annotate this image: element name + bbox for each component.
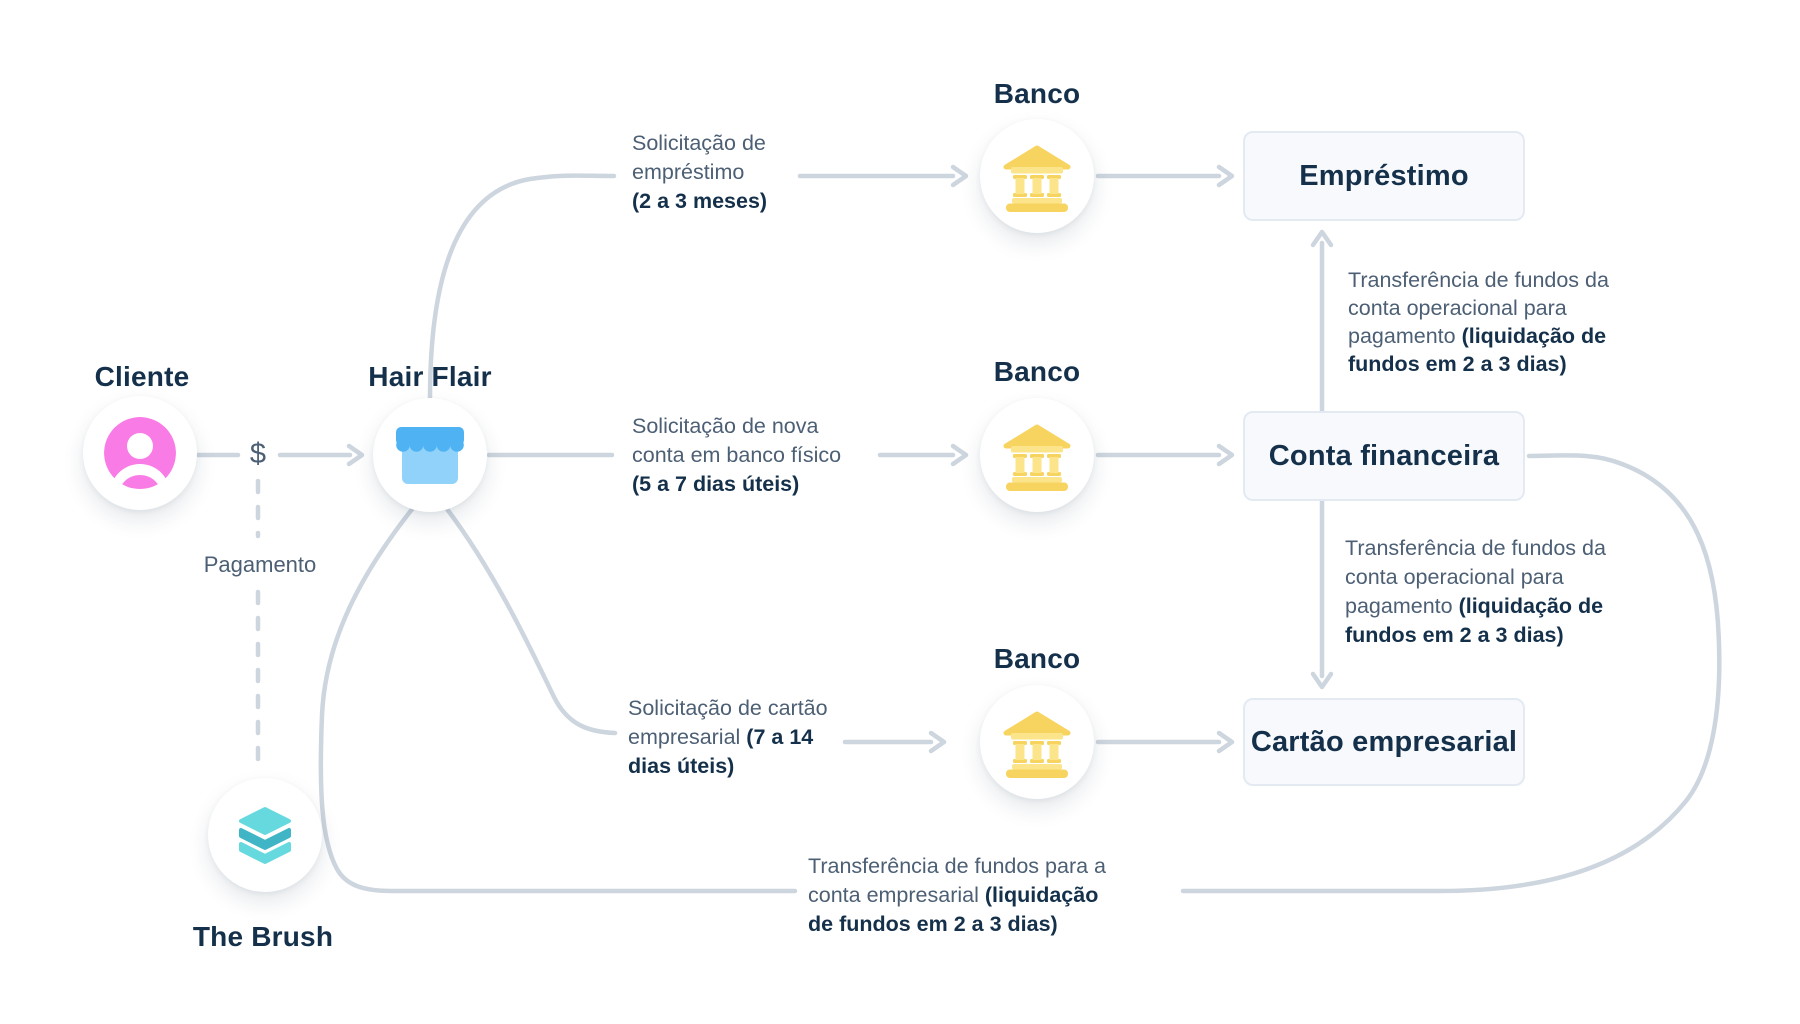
hair-flair-label: Hair Flair bbox=[368, 361, 492, 392]
bank-icon bbox=[1003, 711, 1071, 778]
edge-hairflair-to-brush-bottomline bbox=[318, 505, 798, 894]
arrowhead-into-banco-top bbox=[950, 164, 969, 188]
banco-bottom-label: Banco bbox=[993, 643, 1081, 674]
person-icon bbox=[104, 417, 176, 489]
storefront-icon bbox=[396, 427, 464, 484]
cartao-empresarial-box: Cartão empresarial bbox=[1243, 698, 1525, 786]
emprestimo-box-label: Empréstimo bbox=[1299, 159, 1469, 192]
bank-icon bbox=[1003, 145, 1071, 212]
layers-icon bbox=[239, 807, 291, 864]
annotation-account-request: Solicitação de nova conta em banco físic… bbox=[632, 414, 842, 496]
the-brush-node bbox=[208, 778, 322, 892]
arrowhead-into-emprestimo bbox=[1216, 164, 1235, 188]
arrowhead-up-into-emprestimo bbox=[1310, 229, 1334, 248]
annotation-transfer-business: Transferência de fundos para a conta emp… bbox=[808, 854, 1106, 936]
banco-top-node bbox=[980, 119, 1094, 233]
edge-hairflair-to-cardlabel bbox=[444, 506, 618, 736]
banco-mid-node bbox=[980, 398, 1094, 512]
bank-icon bbox=[1003, 424, 1071, 491]
annotation-card-request: Solicitação de cartão empresarial (7 a 1… bbox=[628, 696, 828, 778]
arrowhead-into-banco-bottom bbox=[928, 730, 947, 754]
conta-financeira-box-label: Conta financeira bbox=[1268, 439, 1500, 472]
hair-flair-node bbox=[373, 398, 487, 512]
annotation-loan-request: Solicitação de empréstimo (2 a 3 meses) bbox=[632, 131, 768, 213]
arrowhead-into-conta bbox=[1216, 443, 1235, 467]
edge-bottomline-to-conta bbox=[1180, 453, 1722, 894]
banco-mid-label: Banco bbox=[993, 356, 1081, 387]
cliente-label: Cliente bbox=[94, 361, 190, 392]
the-brush-label: The Brush bbox=[192, 921, 334, 952]
pagamento-label: Pagamento bbox=[203, 552, 317, 577]
payment-dollar-symbol: $ bbox=[249, 438, 267, 470]
cliente-node bbox=[83, 396, 197, 510]
conta-financeira-box: Conta financeira bbox=[1243, 411, 1525, 501]
arrowhead-into-banco-mid bbox=[950, 443, 969, 467]
cartao-empresarial-box-label: Cartão empresarial bbox=[1250, 725, 1518, 758]
emprestimo-box: Empréstimo bbox=[1243, 131, 1525, 221]
arrowhead-into-cartao bbox=[1216, 730, 1235, 754]
edge-hairflair-to-loanlabel bbox=[427, 173, 617, 402]
annotation-transfer-to-emprestimo: Transferência de fundos da conta operaci… bbox=[1348, 268, 1609, 376]
annotation-transfer-to-cartao: Transferência de fundos da conta operaci… bbox=[1345, 536, 1606, 647]
arrowhead-down-into-cartao bbox=[1310, 671, 1334, 690]
banco-top-label: Banco bbox=[993, 78, 1081, 109]
arrowhead-into-hairflair bbox=[346, 443, 365, 467]
banco-bottom-node bbox=[980, 685, 1094, 799]
